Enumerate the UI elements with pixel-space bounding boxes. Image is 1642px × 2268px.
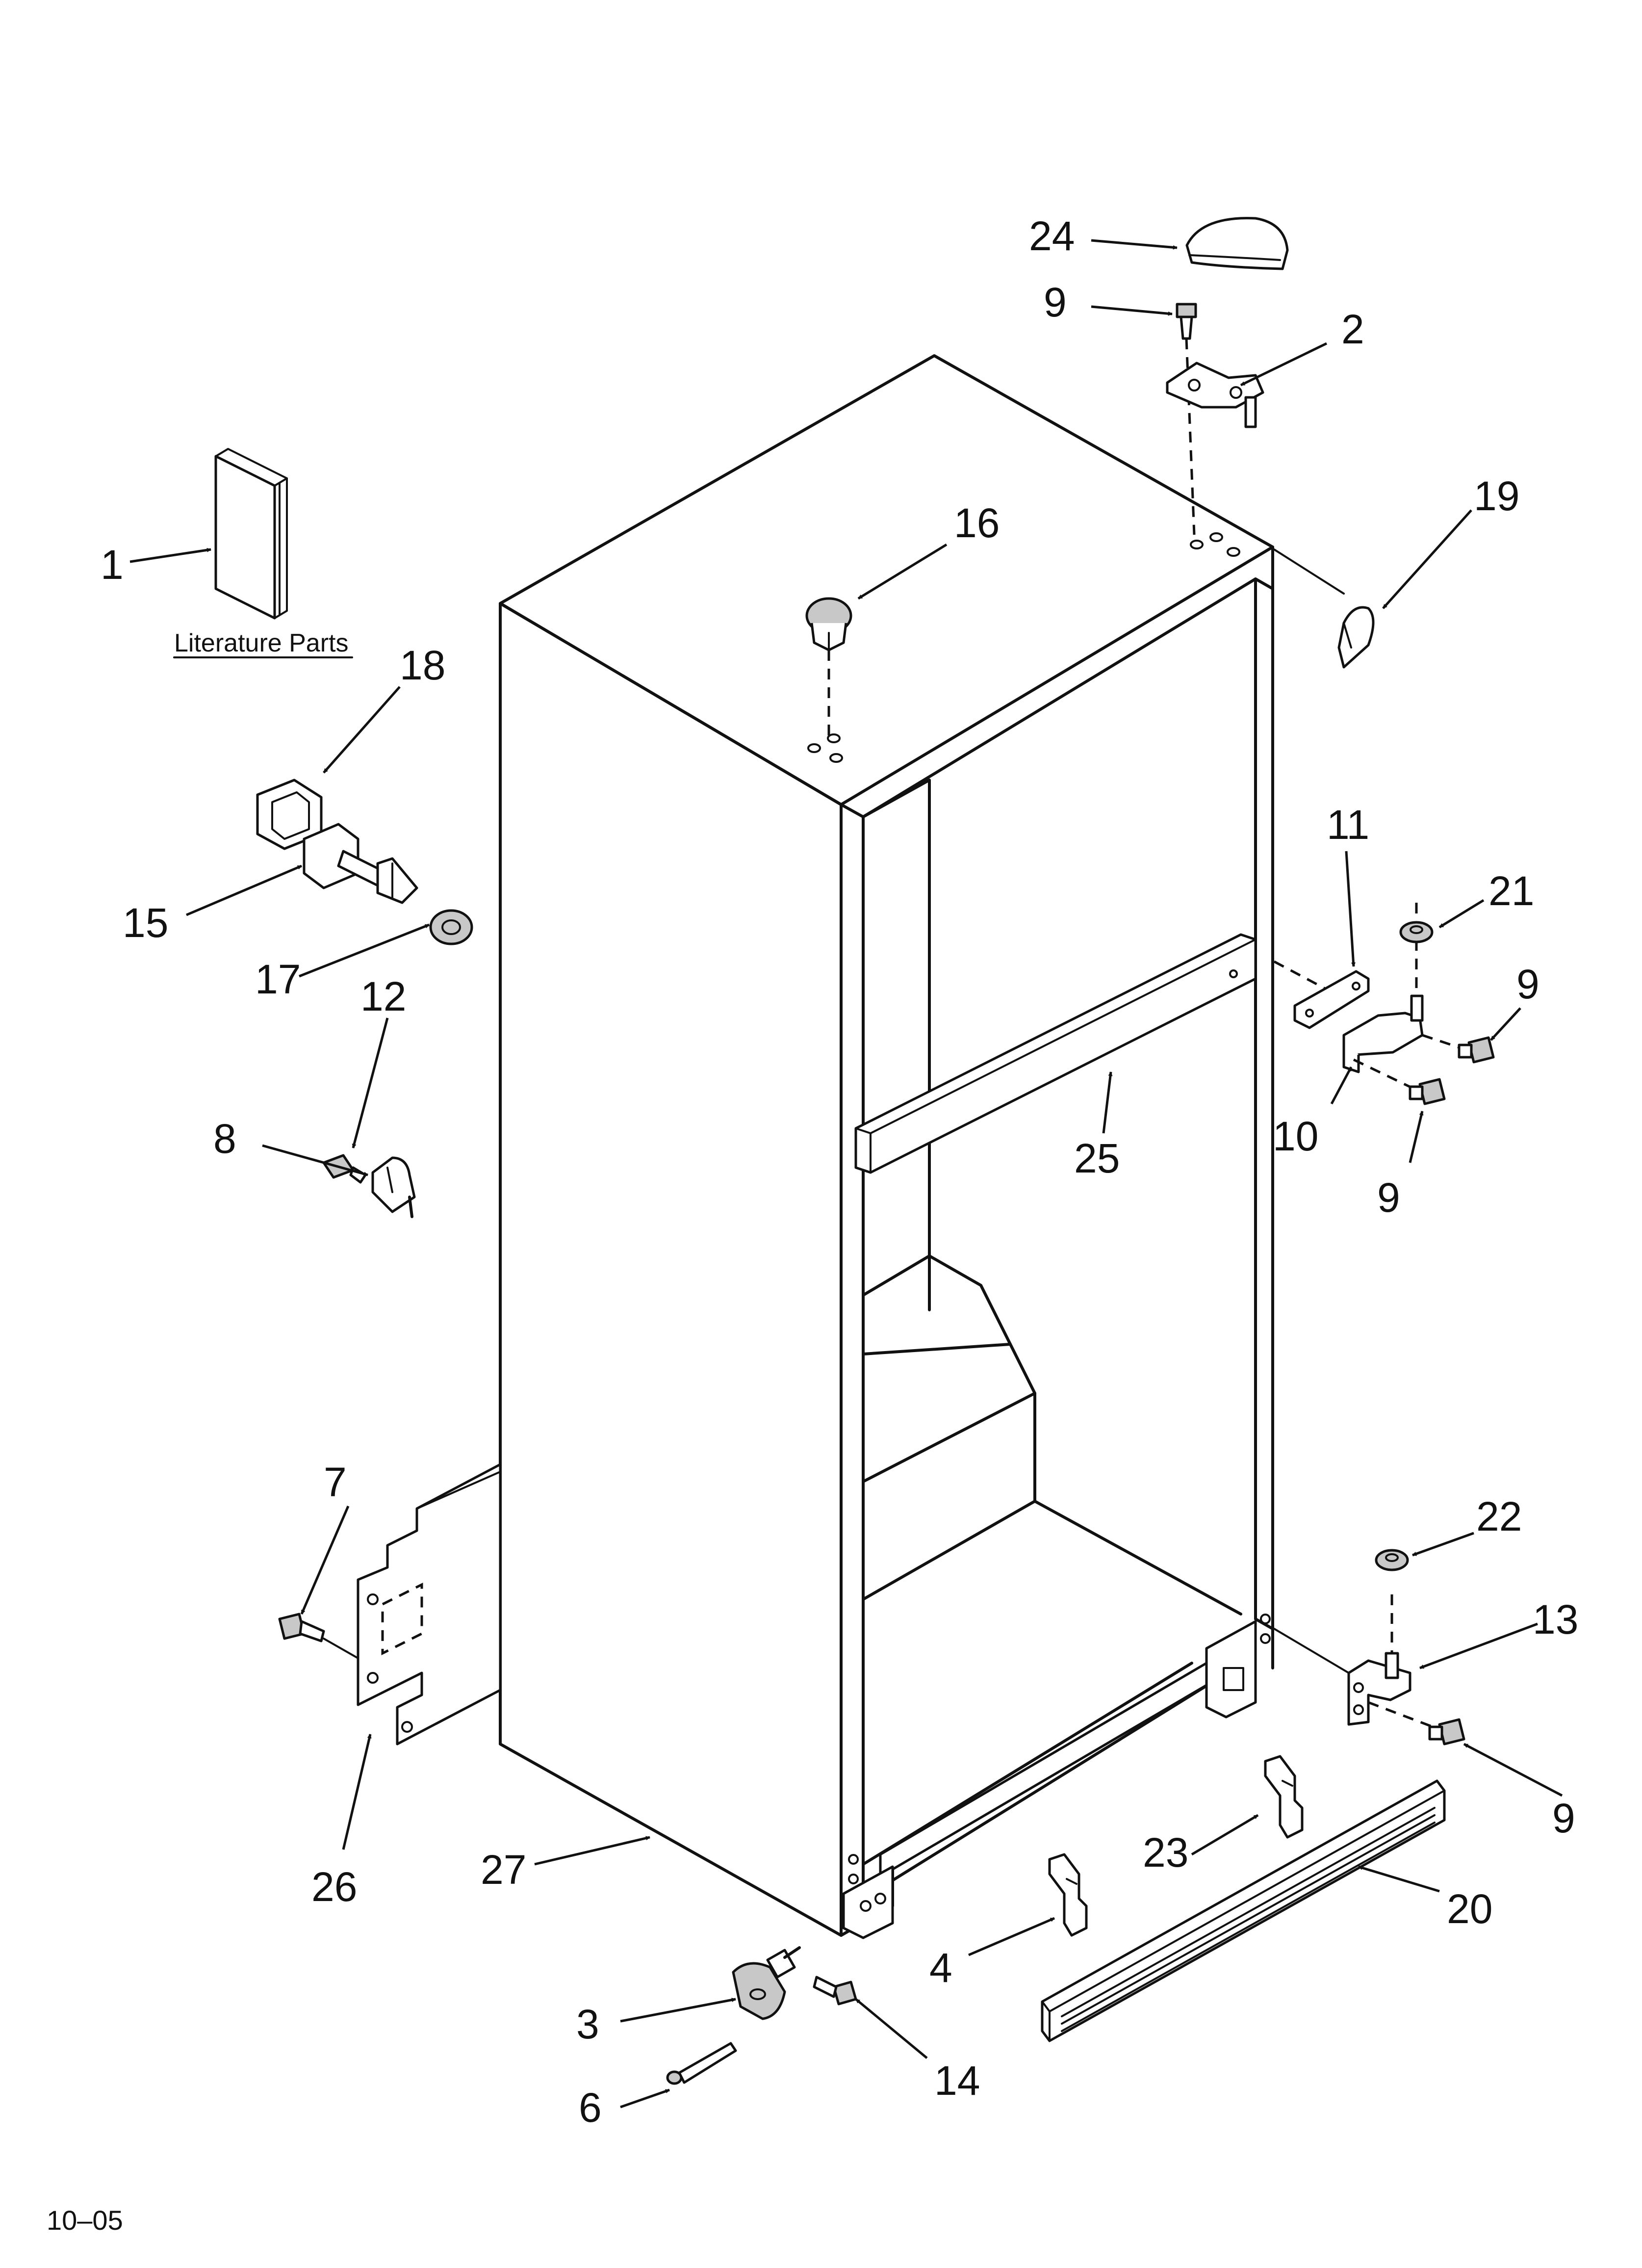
top-plug-icon [805,597,852,652]
top-hinge-icon [1166,362,1264,428]
callout-13: 13 [1533,1596,1578,1642]
leveling-pin-icon [666,2042,737,2085]
panel-screw-leader [323,1638,359,1659]
callout-26: 26 [311,1864,357,1910]
callout-12: 12 [360,973,406,1019]
screw-dashline-a [1353,1058,1421,1093]
callout-4: 4 [929,1945,952,1991]
callout-25: 25 [1074,1135,1120,1181]
panel-screw-icon [278,1613,325,1642]
hinge-shim-icon [1293,970,1370,1029]
callout-arrows [129,239,1563,2109]
callout-21: 21 [1488,868,1534,914]
callout-27: 27 [481,1847,526,1893]
callout-11: 11 [1327,802,1369,848]
cabinet-shell [499,354,1274,1937]
door-stop-icon [303,823,418,904]
hinge-pin-cap-icon [1337,606,1375,669]
leg-screw-icon [813,1976,857,2006]
hinge-screw-mid-a-icon [1409,1078,1446,1105]
callout-17: 17 [255,956,301,1002]
hinge-screw-bottom-icon [1428,1718,1465,1746]
callout-10: 10 [1273,1113,1318,1159]
rear-access-panel-icon [357,1463,502,1746]
toe-grille-icon [1041,1779,1446,2042]
literature-parts-caption: Literature Parts [174,629,349,657]
callout-23: 23 [1143,1829,1188,1876]
callout-3: 3 [576,2001,599,2047]
bushing-ring-icon [429,909,473,945]
callout-14: 14 [934,2058,980,2104]
callout-15: 15 [123,900,168,946]
bottom-rail [842,1614,1271,1939]
washer-bottom-icon [1375,1549,1409,1571]
bottom-hinge-icon [1347,1652,1411,1726]
callout-24: 24 [1029,213,1075,259]
callout-18: 18 [400,642,445,688]
hinge-dashline [1185,338,1196,535]
lower-hinge-leader [1273,1628,1350,1674]
hinge-screw-top-icon [1176,303,1197,340]
callout-9: 9 [1552,1795,1575,1841]
callout-9: 9 [1516,961,1539,1007]
callout-1: 1 [101,542,124,588]
hinge-screw-mid-b-icon [1458,1036,1495,1064]
callout-6: 6 [579,2085,602,2131]
callout-20: 20 [1447,1886,1492,1932]
grille-clip-right-icon [1264,1755,1304,1839]
callout-9: 9 [1377,1174,1400,1221]
grille-clip-left-icon [1048,1853,1088,1937]
washer-top-icon [1399,921,1434,943]
callout-8: 8 [213,1116,236,1162]
pin-leader [1273,548,1345,595]
literature-book-icon [214,448,288,620]
callout-9: 9 [1044,279,1067,325]
callout-2: 2 [1341,306,1364,352]
center-mullion [854,933,1257,1174]
top-holes [807,532,1240,763]
callout-22: 22 [1476,1493,1522,1539]
revision-code: 10–05 [47,2205,123,2236]
leveling-leg-icon [732,1946,801,2020]
door-closer-icon [322,1154,416,1218]
bottom-screw-dashline [1368,1701,1440,1731]
callout-7: 7 [324,1459,347,1505]
hinge-cover-icon [1185,217,1289,270]
callout-16: 16 [954,500,1000,546]
callout-19: 19 [1474,473,1519,519]
